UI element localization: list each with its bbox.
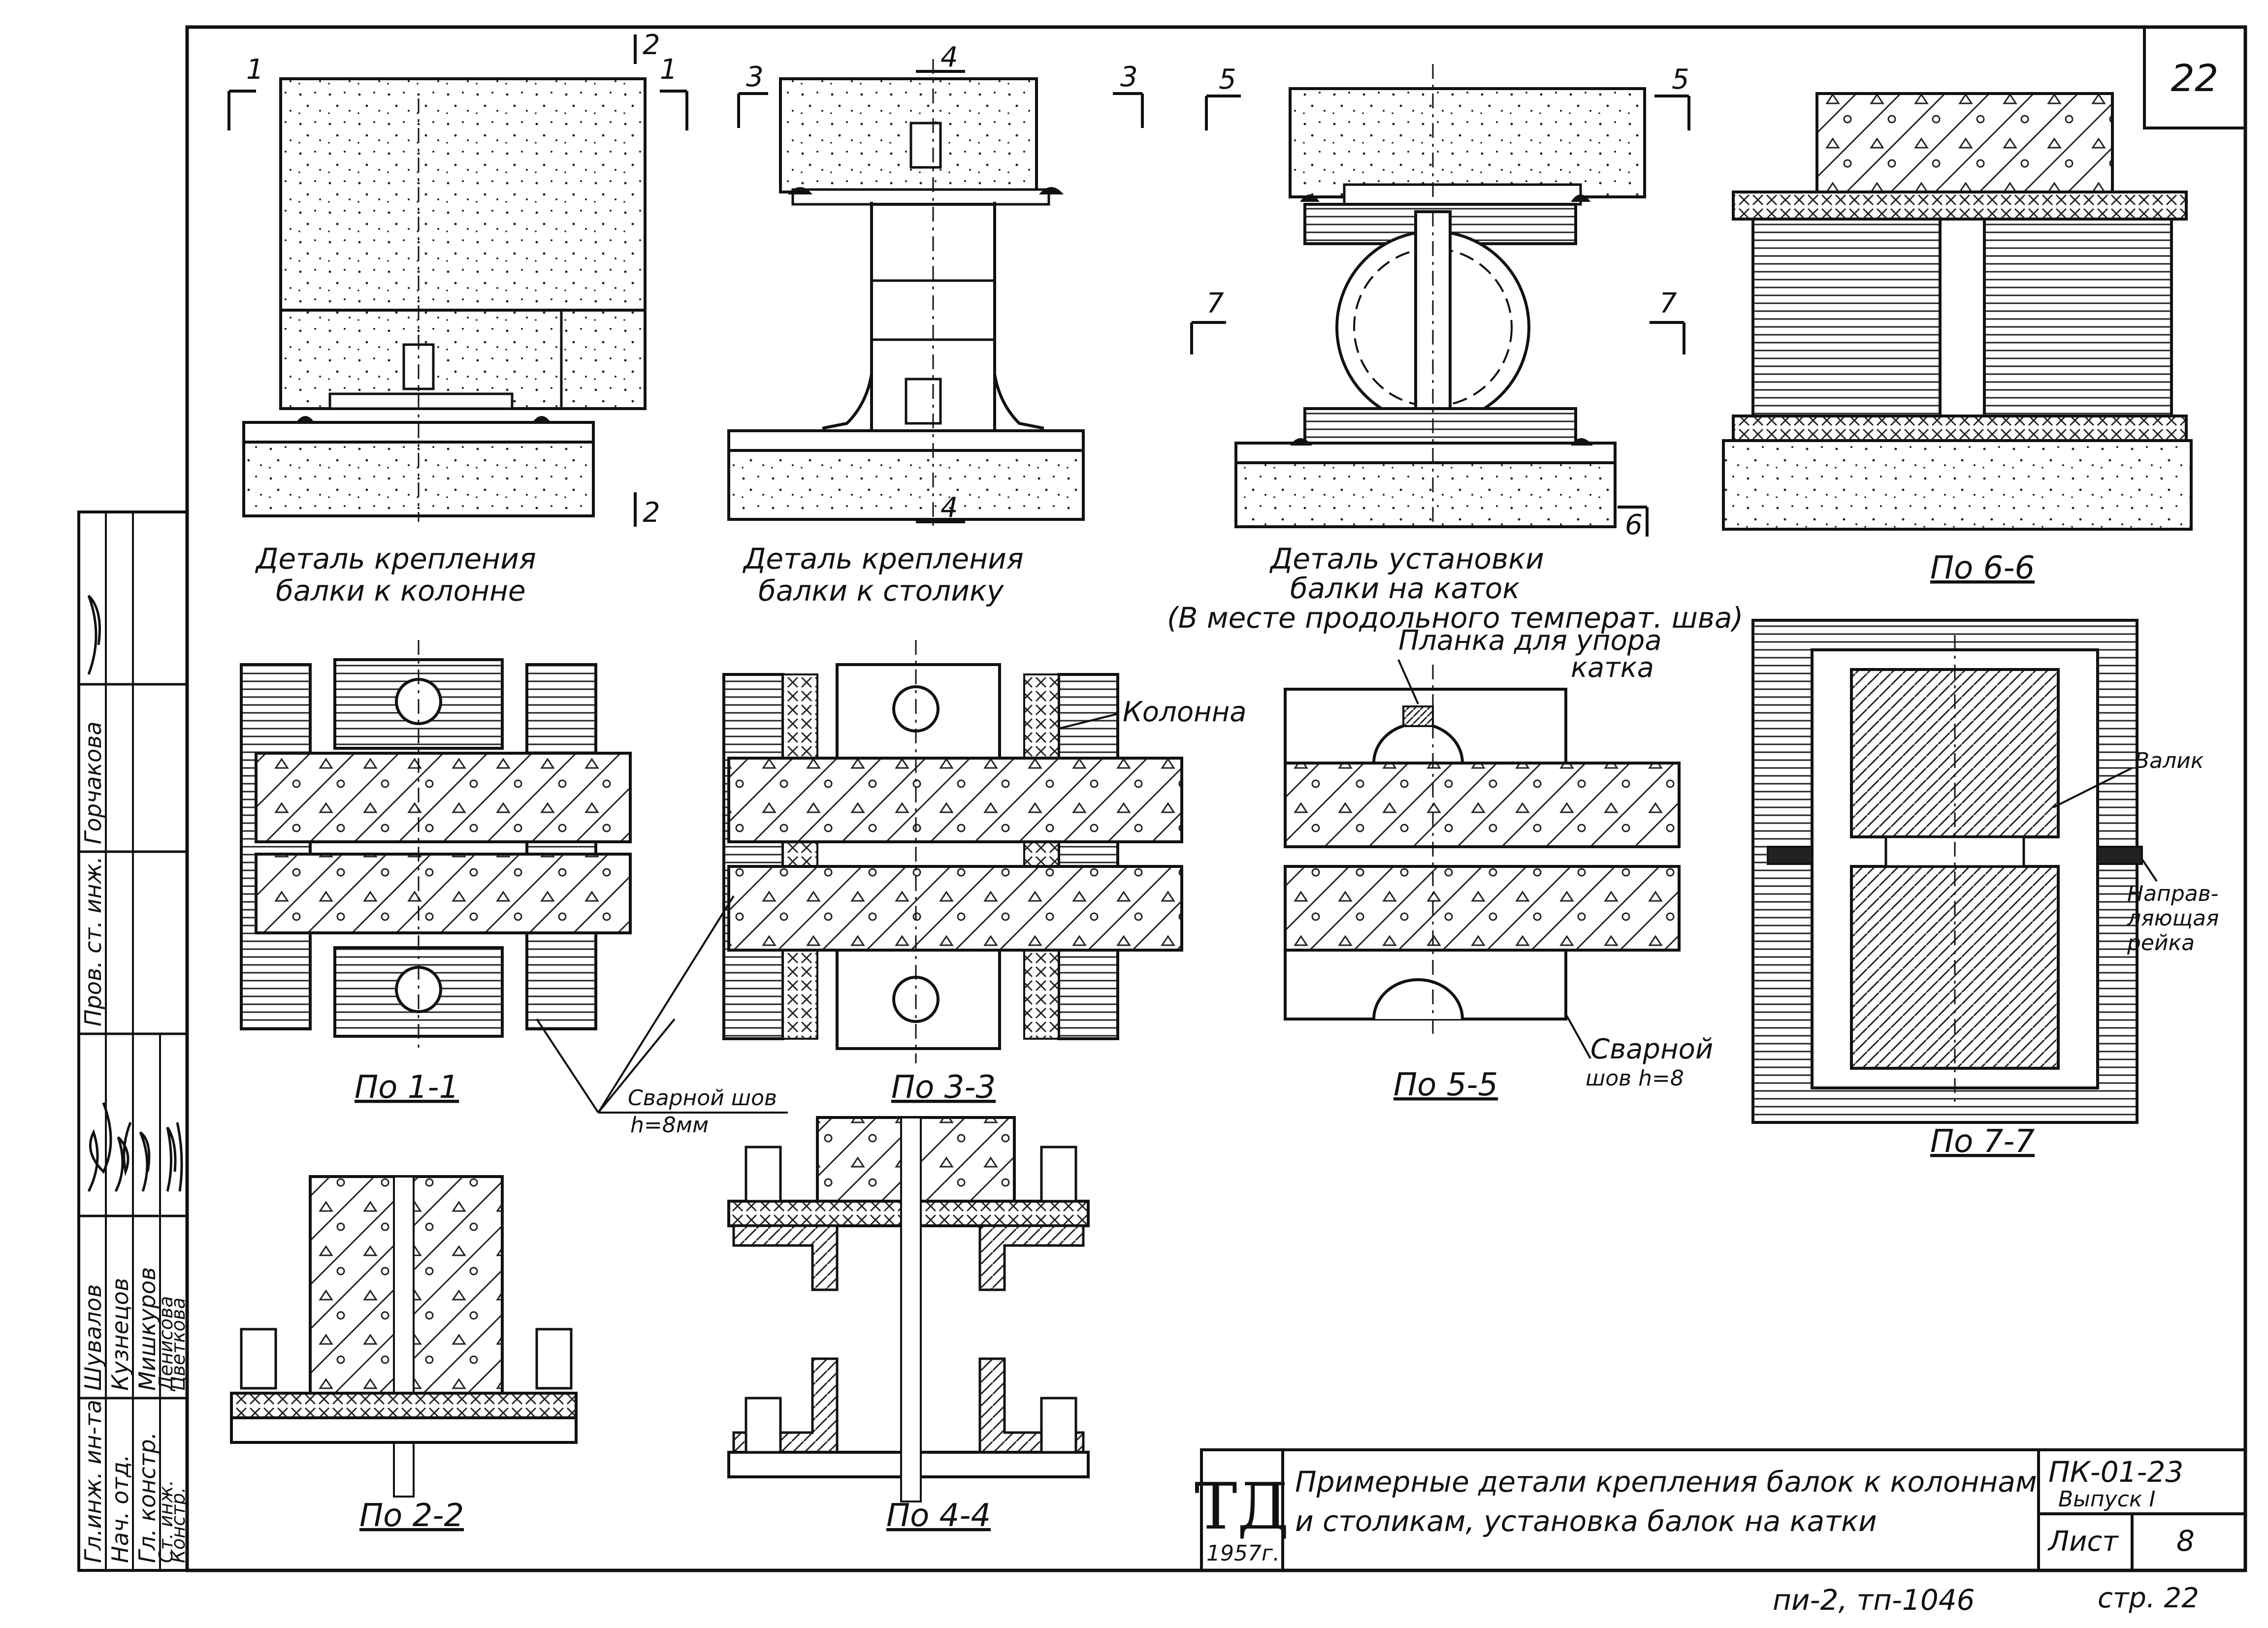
- section-2-2: [230, 1175, 578, 1498]
- side-stamp: [77, 511, 189, 1572]
- caption-column-line1: Деталь крепления: [255, 542, 536, 575]
- label-column: Колонна: [1123, 696, 1247, 728]
- svg-text:5: 5: [1672, 64, 1689, 96]
- caption-roller-line1: Деталь установки: [1269, 542, 1544, 575]
- svg-text:7: 7: [1206, 287, 1224, 319]
- section-6-6: [1722, 92, 2193, 531]
- stamp-role-3: Ст. инж.: [155, 1480, 177, 1563]
- caption-section-3-3: По 3-3: [891, 1069, 996, 1106]
- logo-td: ТД: [1195, 1469, 1289, 1544]
- sheet-number: 22: [2171, 56, 2219, 100]
- svg-text:1: 1: [246, 54, 264, 86]
- section-marker-2: 2 2: [634, 29, 660, 529]
- stamp-name-3: Денисова: [155, 1296, 177, 1392]
- svg-text:4: 4: [940, 492, 958, 524]
- sheet-code: пи-2, тп-1046: [1773, 1583, 1975, 1617]
- caption-section-6-6: По 6-6: [1930, 550, 2035, 586]
- caption-section-1-1: По 1-1: [355, 1069, 459, 1106]
- stamp-check-name: Горчакова: [80, 721, 106, 844]
- label-rail-line2: ляющая: [2127, 906, 2219, 931]
- title-series: ПК-01-23: [2048, 1455, 2183, 1489]
- svg-text:3: 3: [1120, 61, 1138, 93]
- label-weld-h8-line2: шов h=8: [1586, 1066, 1684, 1091]
- label-weld-8mm-line2: h=8мм: [630, 1113, 709, 1138]
- label-weld-8mm-line1: Сварной шов: [628, 1085, 777, 1111]
- caption-section-4-4: По 4-4: [886, 1498, 991, 1534]
- detail-beam-on-roller: [1234, 64, 1646, 528]
- section-7-7: [1751, 619, 2143, 1124]
- stamp-role-0: Гл.инж. ин-та: [80, 1400, 106, 1563]
- weld-leader-lines: [536, 895, 788, 1114]
- detail-beam-to-column: [242, 77, 647, 522]
- signatures: [87, 595, 183, 1192]
- label-plate-line2: катка: [1571, 652, 1654, 684]
- stamp-name-1: Кузнецов: [107, 1278, 133, 1391]
- caption-section-7-7: По 7-7: [1930, 1123, 2035, 1160]
- section-marker-6: 6: [1618, 506, 1649, 541]
- title-sheet-number: 8: [2176, 1524, 2195, 1558]
- svg-text:3: 3: [746, 61, 764, 93]
- section-3-3: [722, 640, 1183, 1063]
- section-5-5: [1284, 665, 1681, 1034]
- section-4-4: [727, 1116, 1090, 1502]
- title-year: 1957г.: [1206, 1541, 1280, 1566]
- caption-roller-line3: (В месте продольного температ. шва): [1167, 601, 1743, 635]
- stamp-role-1: Нач. отд.: [107, 1454, 133, 1563]
- title-block: [1200, 1448, 2247, 1572]
- stamp-check-role: Пров. ст. инж.: [80, 856, 106, 1026]
- section-marker-1: 1 1: [227, 54, 688, 130]
- title-line2: и столикам, установка балок на катки: [1295, 1504, 1877, 1538]
- svg-text:1: 1: [660, 54, 678, 86]
- stamp-role-2: Гл. констр.: [134, 1432, 161, 1563]
- caption-table-line2: балки к столику: [758, 574, 1004, 607]
- title-line1: Примерные детали крепления балок к колон…: [1295, 1465, 2037, 1499]
- detail-beam-to-table: [727, 59, 1085, 527]
- svg-text:6: 6: [1625, 509, 1643, 541]
- svg-text:5: 5: [1219, 64, 1236, 96]
- title-issue: Выпуск I: [2058, 1487, 2155, 1512]
- caption-column-line2: балки к колонне: [276, 574, 526, 607]
- label-rail-line1: Направ-: [2127, 881, 2219, 906]
- caption-section-5-5: По 5-5: [1393, 1067, 1498, 1103]
- stamp-name-0: Шувалов: [80, 1284, 106, 1391]
- section-marker-7: 7 7: [1190, 287, 1685, 354]
- stamp-role-4: Констр.: [167, 1487, 189, 1563]
- stamp-name-4: Цветкова: [167, 1298, 189, 1391]
- stamp-name-2: Мишкуров: [134, 1267, 161, 1391]
- section-marker-5: 5 5: [1205, 64, 1690, 130]
- caption-roller-line2: балки на каток: [1290, 572, 1520, 605]
- caption-section-2-2: По 2-2: [359, 1498, 464, 1534]
- page-label: стр. 22: [2098, 1582, 2199, 1614]
- label-plate-line1: Планка для упора: [1398, 625, 1662, 657]
- caption-table-line1: Деталь крепления: [742, 542, 1024, 575]
- section-marker-3: 3 3: [737, 61, 1144, 128]
- title-sheet-label: Лист: [2047, 1526, 2119, 1558]
- svg-text:4: 4: [940, 41, 958, 73]
- section-marker-4: 4 4: [916, 41, 965, 524]
- label-rail-line3: рейка: [2127, 930, 2195, 956]
- section-1-1: [240, 640, 632, 1049]
- label-roller: Валик: [2135, 748, 2204, 773]
- svg-text:2: 2: [643, 497, 660, 529]
- label-weld-h8-line1: Сварной: [1590, 1033, 1713, 1065]
- svg-text:2: 2: [643, 29, 660, 61]
- svg-text:7: 7: [1659, 287, 1677, 319]
